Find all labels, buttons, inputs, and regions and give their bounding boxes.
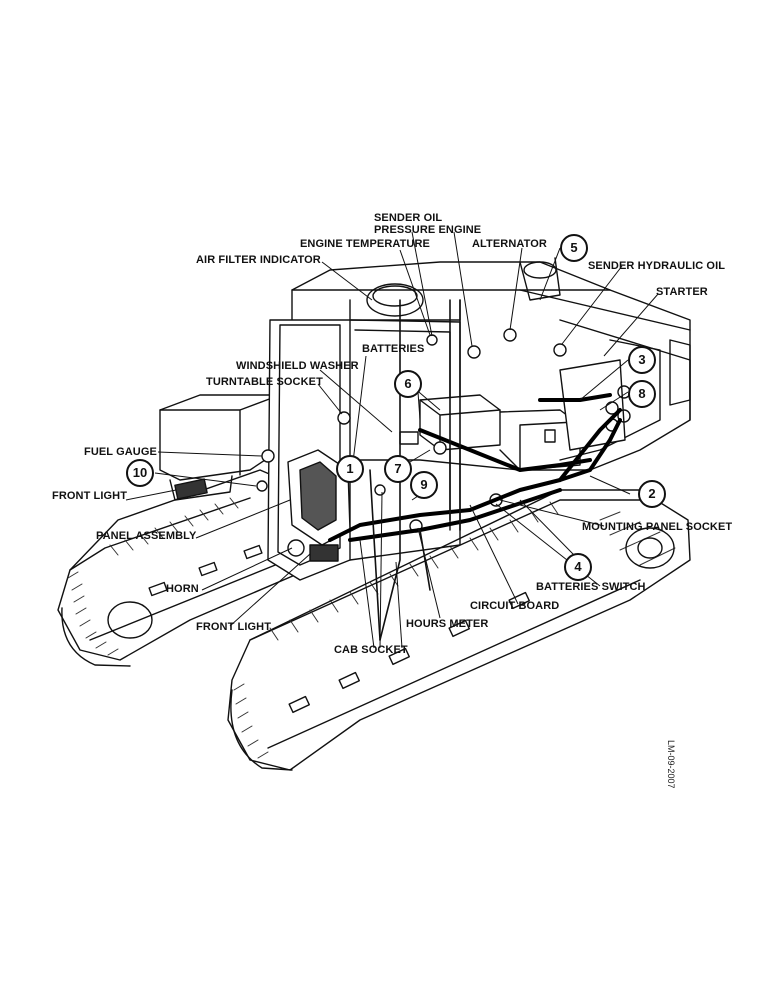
label-engine-temperature: ENGINE TEMPERATURE (300, 238, 430, 250)
label-front-light-upper: FRONT LIGHT (52, 490, 128, 502)
label-batteries: BATTERIES (362, 343, 425, 355)
label-fuel-gauge: FUEL GAUGE (84, 446, 157, 458)
label-panel-assembly: PANEL ASSEMBLY (96, 530, 197, 542)
label-mounting-panel-socket: MOUNTING PANEL SOCKET (582, 521, 733, 533)
left-crawler-track (57, 469, 331, 667)
panel-assembly-housing (174, 449, 351, 562)
callout-1: 1 (336, 455, 364, 483)
label-cab-socket: CAB SOCKET (334, 644, 408, 656)
label-pressure-engine: PRESSURE ENGINE (374, 224, 482, 236)
label-front-light-lower: FRONT LIGHT (196, 621, 272, 633)
label-starter: STARTER (656, 286, 708, 298)
callout-5: 5 (560, 234, 588, 262)
label-circuit-board: CIRCUIT BOARD (470, 600, 560, 612)
callout-2: 2 (638, 480, 666, 508)
label-horn: HORN (166, 583, 199, 595)
label-alternator: ALTERNATOR (472, 238, 547, 250)
callout-4: 4 (564, 553, 592, 581)
callout-7: 7 (384, 455, 412, 483)
reference-code: LM-09-2007 (666, 740, 676, 789)
callout-3: 3 (628, 346, 656, 374)
callout-10: 10 (126, 459, 154, 487)
label-sender-hydraulic-oil: SENDER HYDRAULIC OIL (588, 260, 726, 272)
label-turntable-socket: TURNTABLE SOCKET (206, 376, 323, 388)
callout-6: 6 (394, 370, 422, 398)
label-air-filter-indicator: AIR FILTER INDICATOR (196, 254, 321, 266)
callout-8: 8 (628, 380, 656, 408)
label-sender-oil: SENDER OIL (374, 212, 443, 224)
label-batteries-switch: BATTERIES SWITCH (536, 581, 646, 593)
label-hours-meter: HOURS METER (406, 618, 489, 630)
callout-9: 9 (410, 471, 438, 499)
label-windshield-washer: WINDSHIELD WASHER (236, 360, 359, 372)
counterweight (159, 394, 281, 501)
